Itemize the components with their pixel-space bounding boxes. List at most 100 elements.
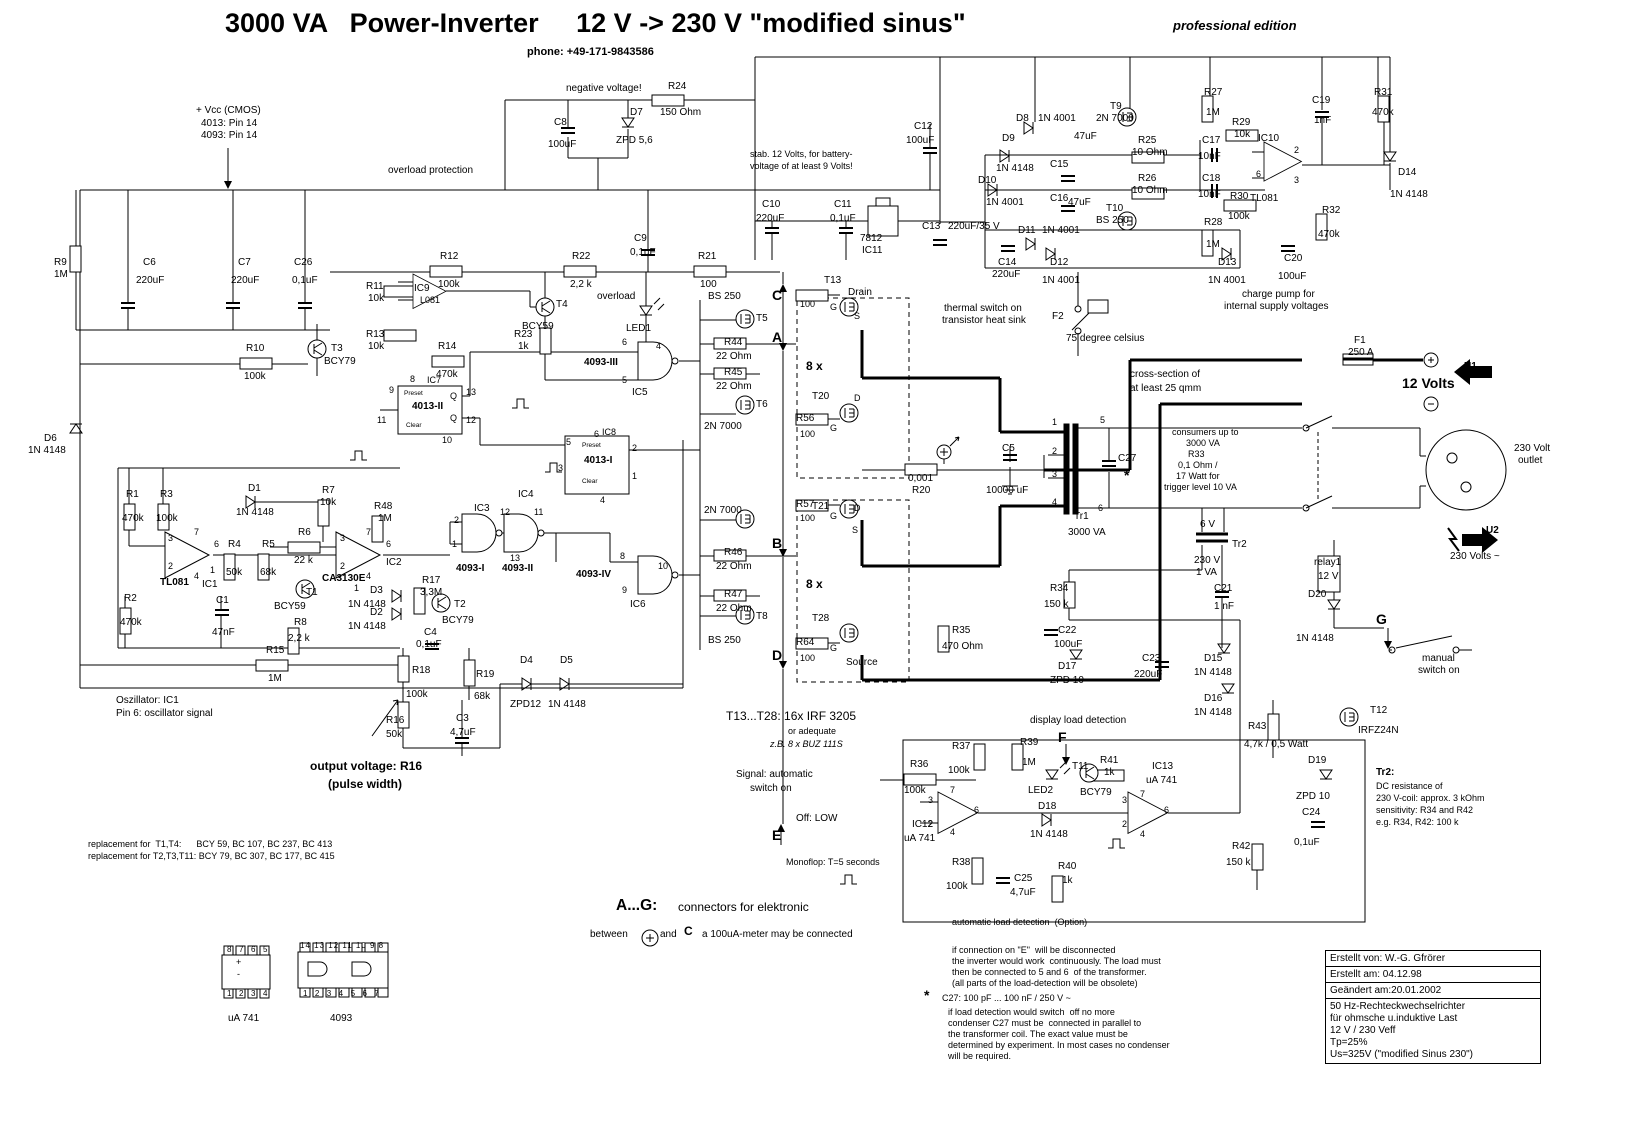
schematic-label: 68k xyxy=(474,691,491,702)
schematic-label: 11 xyxy=(377,415,387,425)
schematic-label: IC2 xyxy=(386,557,402,568)
schematic-label: 1k xyxy=(1104,767,1115,778)
schematic-label: 4 xyxy=(194,571,200,581)
schematic-label: 1N 4148 xyxy=(1296,633,1334,644)
schematic-label: R36 xyxy=(910,759,929,770)
schematic-label: 4093 xyxy=(330,1013,353,1024)
schematic-label: 3,3M xyxy=(420,587,443,598)
schematic-label: R16 xyxy=(386,715,405,726)
schematic-label: D8 xyxy=(1016,113,1029,124)
schematic-label: C24 xyxy=(1302,807,1321,818)
schematic-label: 10 Ohm xyxy=(1132,147,1168,158)
schematic-label: R57 xyxy=(796,499,815,510)
schematic-label: 220uF xyxy=(992,269,1021,280)
schematic-label: 150 k xyxy=(1044,599,1069,610)
schematic-label: ZPD 5,6 xyxy=(616,135,653,146)
schematic-label: 1 nF xyxy=(1214,601,1235,612)
schematic-label: (pulse width) xyxy=(328,777,402,791)
schematic-label: U1 xyxy=(1464,361,1477,372)
schematic-label: 0,1uF xyxy=(416,639,442,650)
schematic-label: 1 2 3 4 5 6 7 xyxy=(303,989,380,998)
schematic-label: transistor heat sink xyxy=(942,315,1026,326)
schematic-label: 1M xyxy=(54,269,68,280)
schematic-label: 14 13 12 11 10 9 8 xyxy=(300,941,385,950)
schematic-label: ZPD12 xyxy=(510,699,542,710)
schematic-label: if load detection would switch off no mo… xyxy=(948,1007,1115,1017)
schematic-label: R20 xyxy=(912,485,931,496)
schematic-label: D12 xyxy=(1050,257,1069,268)
page-title: 3000 VA Power-Inverter 12 V -> 230 V "mo… xyxy=(225,8,966,38)
schematic-label: R1 xyxy=(126,489,139,500)
transformer-tr1-symbol xyxy=(1043,415,1426,515)
schematic-label: 4013-II xyxy=(412,401,444,412)
schematic-label: C14 xyxy=(998,257,1017,268)
schematic-label: 13 xyxy=(466,387,477,397)
schematic-label: display load detection xyxy=(1030,715,1127,726)
schematic-label: 100 xyxy=(800,513,816,523)
schematic-label: IC8 xyxy=(602,427,617,437)
schematic-label: 100 xyxy=(800,299,816,309)
schematic-label: 100 xyxy=(700,279,717,290)
schematic-label: 4,7k / 0,5 Watt xyxy=(1244,739,1309,750)
title-block: Erstellt von: W.-G. Gfrörer Erstellt am:… xyxy=(1325,950,1541,1064)
schematic-label: C17 xyxy=(1202,135,1221,146)
schematic-label: G xyxy=(830,511,838,521)
schematic-label: Tr2: xyxy=(1376,767,1395,778)
schematic-label: 100k xyxy=(438,279,460,290)
schematic-label: 10 xyxy=(658,561,669,571)
connector-g: G xyxy=(1376,611,1387,627)
schematic-label: 1k xyxy=(518,341,529,352)
schematic-label: cross-section of xyxy=(1130,369,1201,380)
schematic-label: D7 xyxy=(630,107,643,118)
schematic-label: uA 741 xyxy=(228,1013,260,1024)
schematic-label: R47 xyxy=(724,589,743,600)
titleblock-created-by: Erstellt von: W.-G. Gfrörer xyxy=(1326,951,1540,967)
schematic-label: D2 xyxy=(370,607,383,618)
schematic-label: C5 xyxy=(1002,443,1015,454)
schematic-label: TL081 xyxy=(1250,193,1279,204)
schematic-label: 12 xyxy=(500,507,511,517)
schematic-label: 0,1uF xyxy=(630,247,656,258)
schematic-label: C18 xyxy=(1202,173,1221,184)
schematic-label: D17 xyxy=(1058,661,1077,672)
schematic-label: 7 xyxy=(366,527,372,537)
schematic-label: 10nF xyxy=(1198,189,1221,200)
schematic-label: R4 xyxy=(228,539,241,550)
schematic-label: BS 250 xyxy=(708,291,741,302)
schematic-label: R9 xyxy=(54,257,67,268)
schematic-label: if connection on "E" will be disconnecte… xyxy=(952,945,1116,955)
schematic-label: R42 xyxy=(1232,841,1251,852)
schematic-label: between xyxy=(590,929,628,940)
battery-terminals xyxy=(1342,352,1439,412)
schematic-label: 1N 4148 xyxy=(348,599,386,610)
schematic-label: R27 xyxy=(1204,87,1223,98)
schematic-label: G xyxy=(830,643,838,653)
schematic-label: 10k xyxy=(320,497,337,508)
schematic-label: Tr2 xyxy=(1232,539,1247,550)
schematic-label: Signal: automatic xyxy=(736,769,813,780)
schematic-label: TL081 xyxy=(160,577,189,588)
schematic-label: 3000 VA xyxy=(1186,438,1220,448)
schematic-label: D xyxy=(854,393,861,403)
schematic-label: 220uF/35 V xyxy=(948,221,1000,232)
schematic-label: Preset xyxy=(404,390,423,397)
schematic-label: R15 xyxy=(266,645,285,656)
titleblock-line: für ohmsche u.induktive Last xyxy=(1330,1013,1458,1024)
schematic-label: 12 V xyxy=(1318,571,1339,582)
schematic-label: 5 xyxy=(263,945,269,954)
schematic-label: z.B. 8 x BUZ 111S xyxy=(770,739,843,749)
schematic-label: BCY59 xyxy=(522,321,554,332)
schematic-label: overload xyxy=(597,291,636,302)
schematic-label: 9 xyxy=(622,585,628,595)
schematic-label: IC1 xyxy=(202,579,218,590)
schematic-label: 6 xyxy=(594,429,600,439)
schematic-label: 4,7uF xyxy=(450,727,476,738)
schematic-label: 2 xyxy=(1294,145,1300,155)
power-stage-wires xyxy=(699,272,1302,824)
schematic-label: R24 xyxy=(668,81,687,92)
schematic-label: 8 x xyxy=(806,577,823,591)
schematic-label: D5 xyxy=(560,655,573,666)
schematic-label: and xyxy=(660,929,677,940)
schematic-label: 230 V-coil: approx. 3 kOhm xyxy=(1376,793,1485,803)
schematic-label: 100k xyxy=(406,689,428,700)
